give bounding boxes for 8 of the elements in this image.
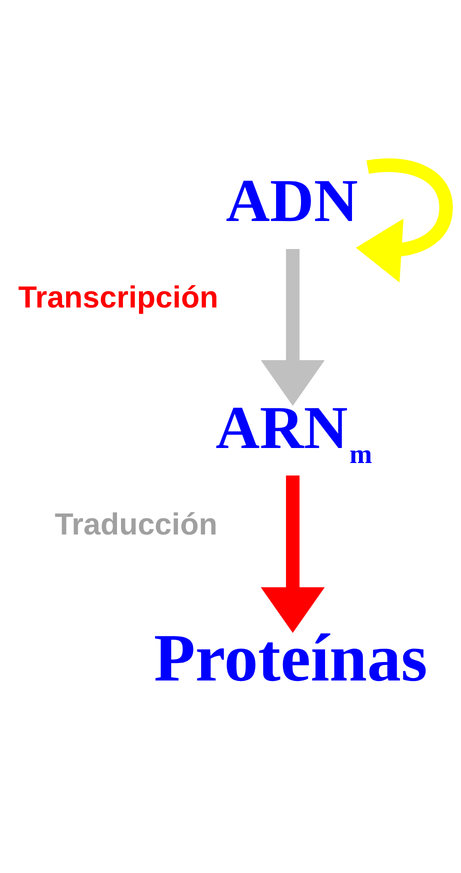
arrow bbox=[260, 248, 325, 406]
node-text: ARN$_{m}$ bbox=[216, 394, 372, 468]
arrow bbox=[356, 158, 453, 282]
node-text: ADN bbox=[226, 167, 358, 234]
edge-label: Transcripción bbox=[18, 280, 218, 314]
arrow bbox=[260, 475, 325, 632]
node-text: Proteínas bbox=[154, 620, 428, 695]
edge-label: Traducción bbox=[54, 506, 218, 541]
